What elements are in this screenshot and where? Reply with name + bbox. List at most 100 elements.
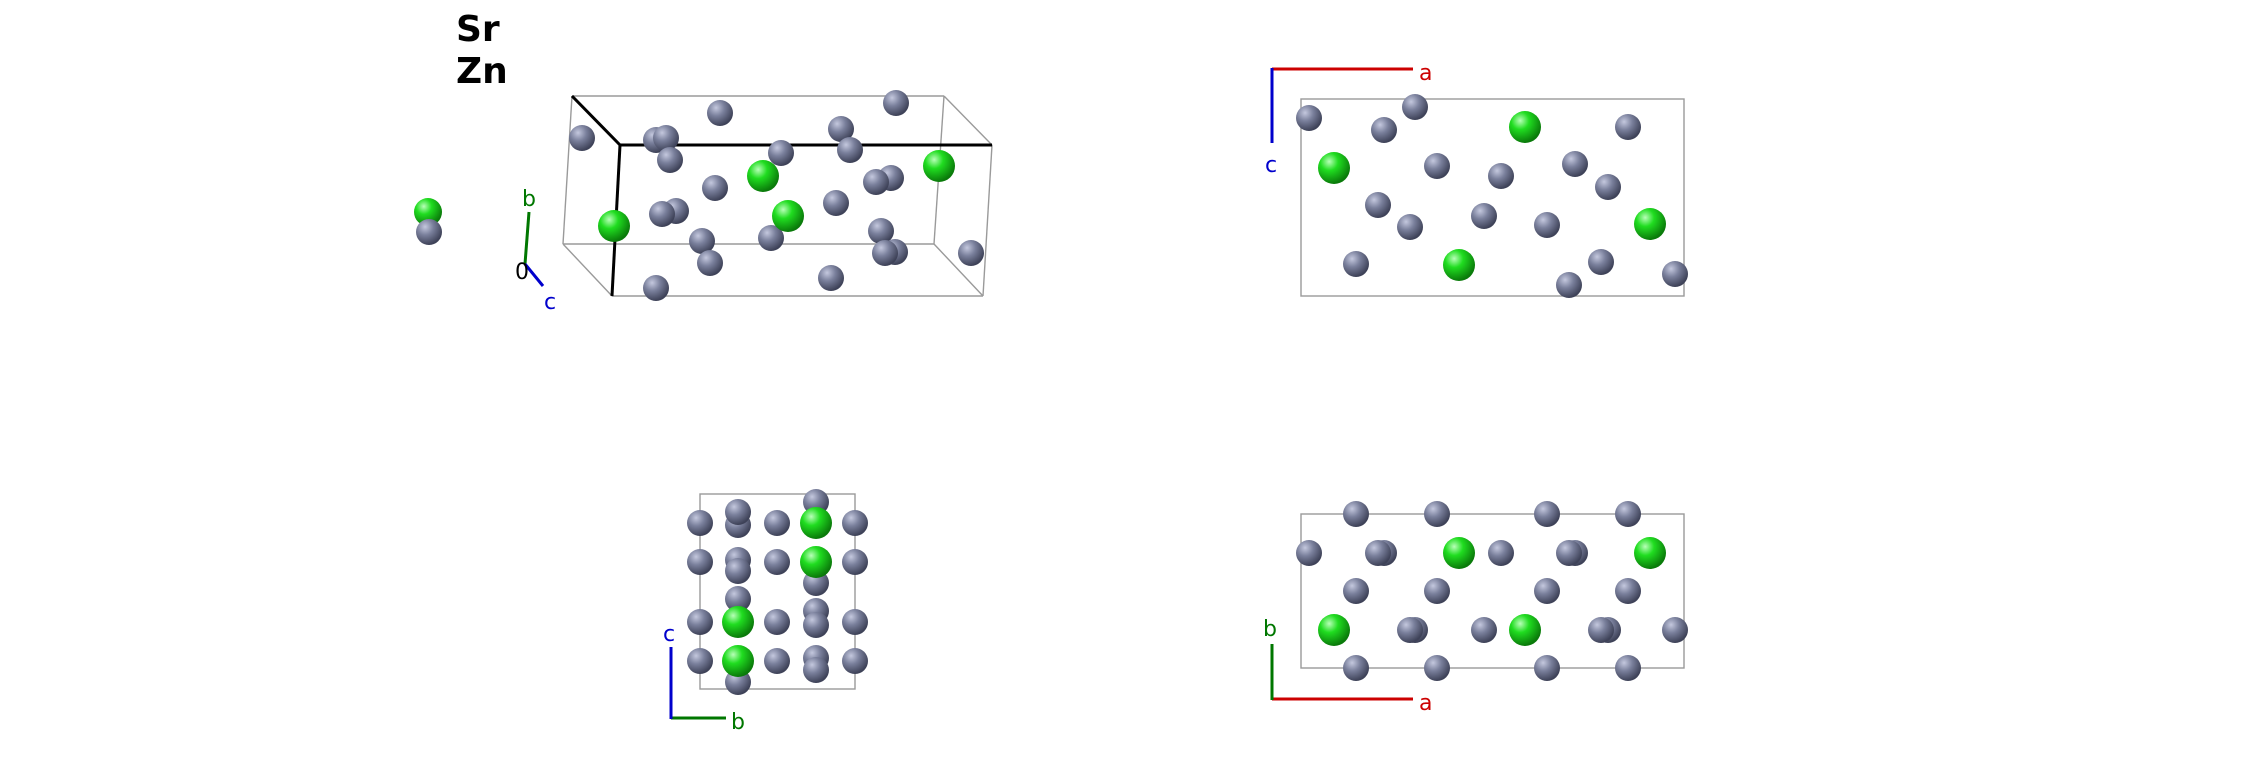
- axis-triad-ab: a b: [1263, 617, 1432, 716]
- atom-zn: [958, 240, 984, 266]
- atom-zn: [803, 612, 829, 638]
- atom-zn: [1424, 501, 1450, 527]
- atom-sr: [800, 507, 832, 539]
- atom-sr: [1443, 249, 1475, 281]
- atom-zn: [1402, 94, 1428, 120]
- atom-sr: [598, 210, 630, 242]
- atom-zn: [1296, 105, 1322, 131]
- axis-label-c: c: [663, 622, 675, 647]
- atom-zn: [1588, 249, 1614, 275]
- atom-sr: [1509, 111, 1541, 143]
- atom-sr: [772, 200, 804, 232]
- atom-zn: [1424, 153, 1450, 179]
- atom-zn: [1296, 540, 1322, 566]
- atom-zn: [872, 240, 898, 266]
- atom-zn: [707, 100, 733, 126]
- atom-zn: [883, 90, 909, 116]
- cell-edge: [933, 243, 984, 297]
- ac-projection-view: a c: [1265, 61, 1688, 298]
- atom-zn: [828, 116, 854, 142]
- atom-zn: [1488, 540, 1514, 566]
- atom-zn: [687, 609, 713, 635]
- atom-sr: [923, 150, 955, 182]
- atom-zn: [1343, 578, 1369, 604]
- atom-zn: [702, 175, 728, 201]
- axis-label-a: a: [1419, 691, 1432, 716]
- atom-sr: [414, 198, 442, 226]
- cell-edge: [562, 243, 613, 297]
- atom-zn: [842, 510, 868, 536]
- cell-edge: [562, 95, 573, 245]
- atom-zn: [764, 510, 790, 536]
- atom-sr: [1318, 614, 1350, 646]
- atom-zn: [863, 169, 889, 195]
- atom-zn: [1556, 540, 1582, 566]
- atom-zn: [687, 648, 713, 674]
- axis-label-c: c: [1265, 153, 1277, 178]
- atom-sr: [1443, 537, 1475, 569]
- cell-edge: [523, 263, 545, 287]
- atom-sr: [747, 160, 779, 192]
- atom-zn: [842, 609, 868, 635]
- atom-zn: [1615, 114, 1641, 140]
- atom-zn: [764, 549, 790, 575]
- atom-zn: [1595, 174, 1621, 200]
- atom-zn: [687, 549, 713, 575]
- atom-zn: [725, 558, 751, 584]
- cell-edge: [943, 95, 993, 146]
- bc-projection-view: b c: [663, 489, 868, 735]
- atom-zn: [1343, 655, 1369, 681]
- axis-label-c: c: [544, 290, 556, 315]
- atom-zn: [416, 219, 442, 245]
- atom-zn: [1588, 617, 1614, 643]
- atom-sr: [1509, 614, 1541, 646]
- atom-zn: [764, 648, 790, 674]
- atom-zn: [657, 147, 683, 173]
- atom-zn: [1615, 501, 1641, 527]
- cell-edge: [523, 211, 531, 265]
- atom-zn: [1662, 617, 1688, 643]
- atom-sr: [1634, 537, 1666, 569]
- atom-zn: [818, 265, 844, 291]
- atom-zn: [687, 510, 713, 536]
- atom-sr: [722, 606, 754, 638]
- atom-zn: [725, 586, 751, 612]
- atom-zn: [842, 648, 868, 674]
- axis-label-b: b: [522, 187, 536, 212]
- atom-zn: [1397, 214, 1423, 240]
- axis-triad-bc: b c: [663, 622, 745, 735]
- atom-zn: [837, 137, 863, 163]
- atom-zn: [1365, 192, 1391, 218]
- cell-edge: [570, 94, 622, 147]
- axis-triad-perspective: b 0 c: [515, 187, 556, 315]
- atom-zn: [1534, 212, 1560, 238]
- atom-zn: [643, 275, 669, 301]
- ab-projection-view: a b: [1263, 501, 1688, 716]
- atom-zn: [689, 228, 715, 254]
- atom-zn: [653, 125, 679, 151]
- axis-triad-ac: a c: [1265, 61, 1432, 178]
- atom-zn: [1615, 655, 1641, 681]
- atom-zn: [823, 190, 849, 216]
- atom-zn: [758, 225, 784, 251]
- atom-zn: [1534, 655, 1560, 681]
- atom-sr: [800, 546, 832, 578]
- cell-edge: [1300, 98, 1685, 297]
- perspective-view: b 0 c: [414, 90, 993, 315]
- atom-zn: [1371, 117, 1397, 143]
- atom-zn: [1424, 655, 1450, 681]
- axis-label-b: b: [1263, 617, 1277, 642]
- atom-zn: [1471, 203, 1497, 229]
- atom-zn: [1662, 261, 1688, 287]
- atom-zn: [1397, 617, 1423, 643]
- cell-edge: [1300, 513, 1685, 669]
- atom-zn: [1615, 578, 1641, 604]
- atom-zn: [764, 609, 790, 635]
- cell-edge: [699, 493, 856, 690]
- atom-zn: [868, 218, 894, 244]
- atom-sr: [1318, 152, 1350, 184]
- atom-zn: [842, 549, 868, 575]
- atom-sr: [722, 645, 754, 677]
- atom-zn: [1562, 151, 1588, 177]
